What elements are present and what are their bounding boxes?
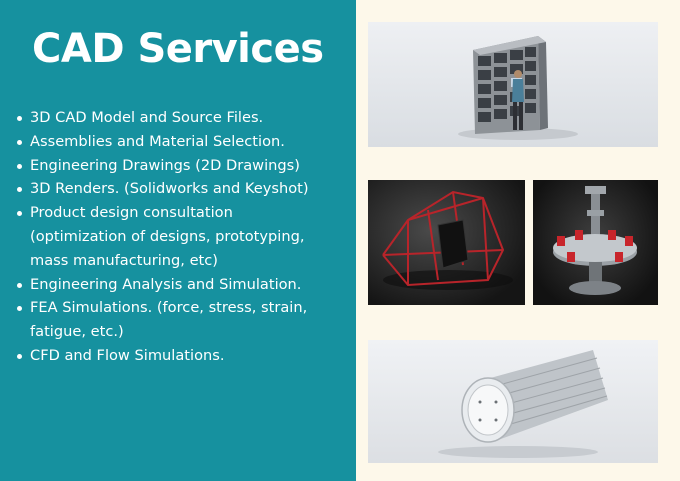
list-item: Product design consultation (optimizatio… [16, 201, 354, 272]
list-item-text: Product design consultation [30, 204, 233, 222]
list-item: FEA Simulations. (force, stress, strain,… [16, 296, 354, 344]
finned-cylinder-render [368, 340, 658, 463]
services-list: 3D CAD Model and Source Files. Assemblie… [16, 106, 354, 368]
list-item-text: Engineering Analysis and Simulation. [30, 275, 302, 293]
list-item: Engineering Analysis and Simulation. [16, 273, 354, 297]
list-item: 3D Renders. (Solidworks and Keyshot) [16, 177, 354, 201]
list-item: 3D CAD Model and Source Files. [16, 106, 354, 130]
buggy-frame-render [368, 180, 525, 305]
list-item-text: (optimization of designs, prototyping, [30, 227, 305, 245]
list-item-text: 3D CAD Model and Source Files. [30, 109, 264, 126]
list-item-text: CFD and Flow Simulations. [30, 346, 225, 364]
list-item: Engineering Drawings (2D Drawings) [16, 154, 354, 178]
locker-kiosk-render [368, 22, 658, 147]
turbine-assembly-render [533, 180, 658, 305]
list-item-text: fatigue, etc.) [30, 323, 124, 341]
list-item-text: 3D Renders. (Solidworks and Keyshot) [30, 180, 309, 198]
services-panel: CAD Services 3D CAD Model and Source Fil… [0, 0, 356, 481]
page-title: CAD Services [32, 26, 324, 72]
list-item-text: Assemblies and Material Selection. [30, 132, 285, 150]
list-item-text: Engineering Drawings (2D Drawings) [30, 156, 300, 174]
list-item-text: mass manufacturing, etc) [30, 251, 219, 269]
list-item: Assemblies and Material Selection. [16, 130, 354, 154]
list-item: CFD and Flow Simulations. [16, 344, 354, 368]
list-item-text: FEA Simulations. (force, stress, strain, [30, 299, 308, 317]
